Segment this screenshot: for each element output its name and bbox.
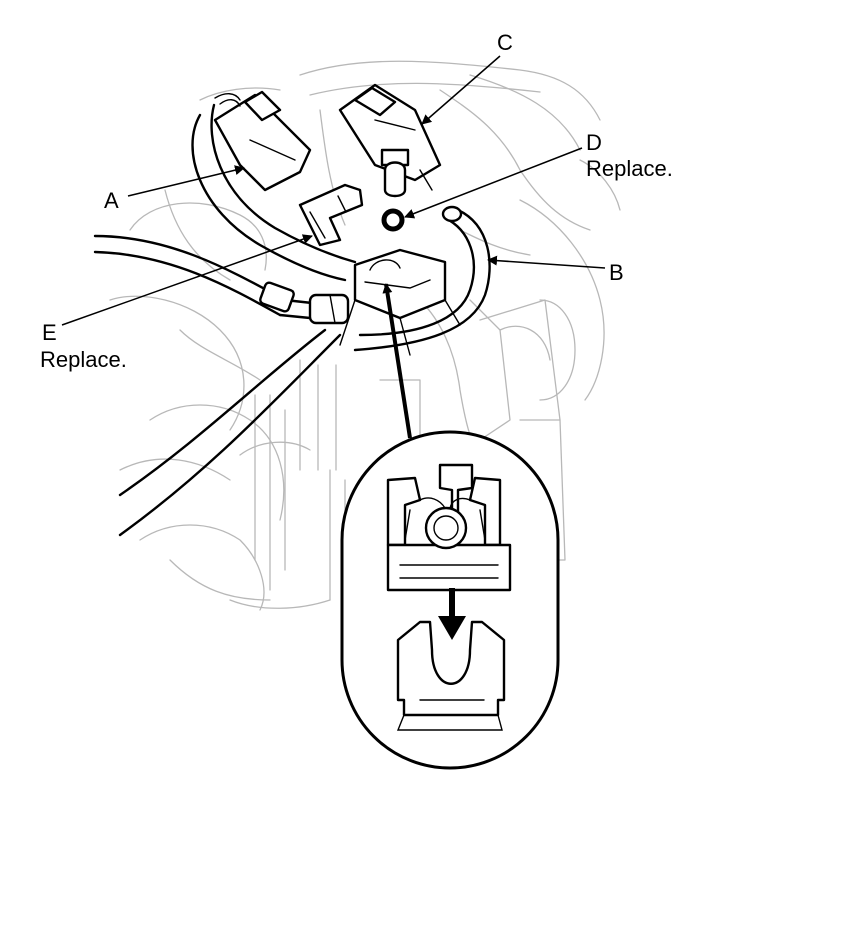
callout-e-label: E	[42, 320, 57, 345]
callout-a-label: A	[104, 188, 119, 213]
hose-assembly	[93, 103, 491, 537]
retaining-clip-e	[298, 183, 364, 247]
sensor-c	[338, 83, 442, 198]
callout-d-label: D	[586, 130, 602, 155]
callout-c-label: C	[497, 30, 513, 55]
callout-b-label: B	[609, 260, 624, 285]
callout-d-note: Replace.	[586, 156, 673, 181]
detail-pointer-arrow	[382, 283, 412, 439]
clip-detail-inset	[340, 430, 560, 770]
o-ring-d	[381, 208, 405, 232]
leader-lines	[61, 55, 606, 326]
connector-a	[213, 90, 312, 192]
removal-direction-arrowhead	[438, 616, 466, 640]
housing-bracket	[339, 248, 461, 356]
callout-e-note: Replace.	[40, 347, 127, 372]
